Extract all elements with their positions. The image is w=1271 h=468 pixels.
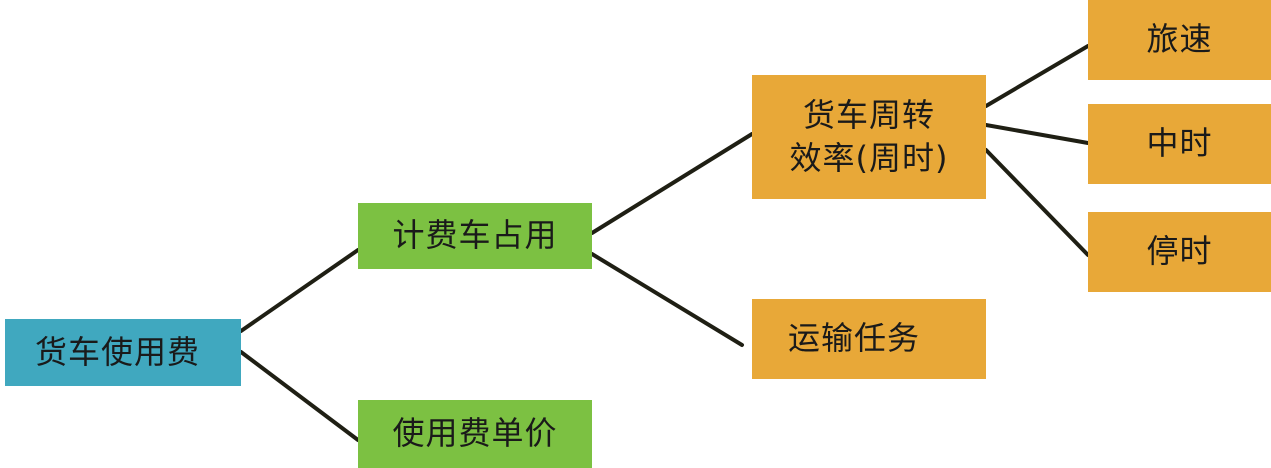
edge-turnover-stop	[984, 148, 1090, 257]
node-label: 中时	[1146, 124, 1213, 163]
edge-occupy-task	[590, 252, 744, 347]
node-usage-fee-unit-price: 使用费单价	[358, 400, 592, 468]
edge-turnover-midtime	[984, 123, 1090, 145]
edge-root-occupy	[239, 248, 360, 333]
edge-root-price	[239, 350, 360, 442]
edge-turnover-speed	[984, 44, 1090, 108]
node-travel-speed: 旅速	[1088, 0, 1271, 80]
node-label: 停时	[1146, 232, 1213, 271]
node-label: 使用费单价	[392, 414, 558, 453]
node-label-line1: 货车周转	[802, 95, 935, 134]
node-dwell-time: 停时	[1088, 212, 1271, 292]
edge-occupy-turnover	[590, 132, 754, 235]
node-transit-time: 中时	[1088, 104, 1271, 184]
node-freight-car-usage-fee: 货车使用费	[5, 319, 241, 386]
node-label: 运输任务	[788, 319, 921, 358]
node-car-turnover-efficiency: 货车周转 效率(周时)	[752, 75, 986, 199]
node-label: 旅速	[1146, 20, 1213, 59]
node-label: 货车使用费	[35, 332, 201, 371]
node-transport-task: 运输任务	[752, 299, 986, 379]
node-label-line2: 效率(周时)	[789, 139, 949, 177]
node-label: 计费车占用	[392, 216, 558, 255]
node-billable-car-occupancy: 计费车占用	[358, 203, 592, 269]
